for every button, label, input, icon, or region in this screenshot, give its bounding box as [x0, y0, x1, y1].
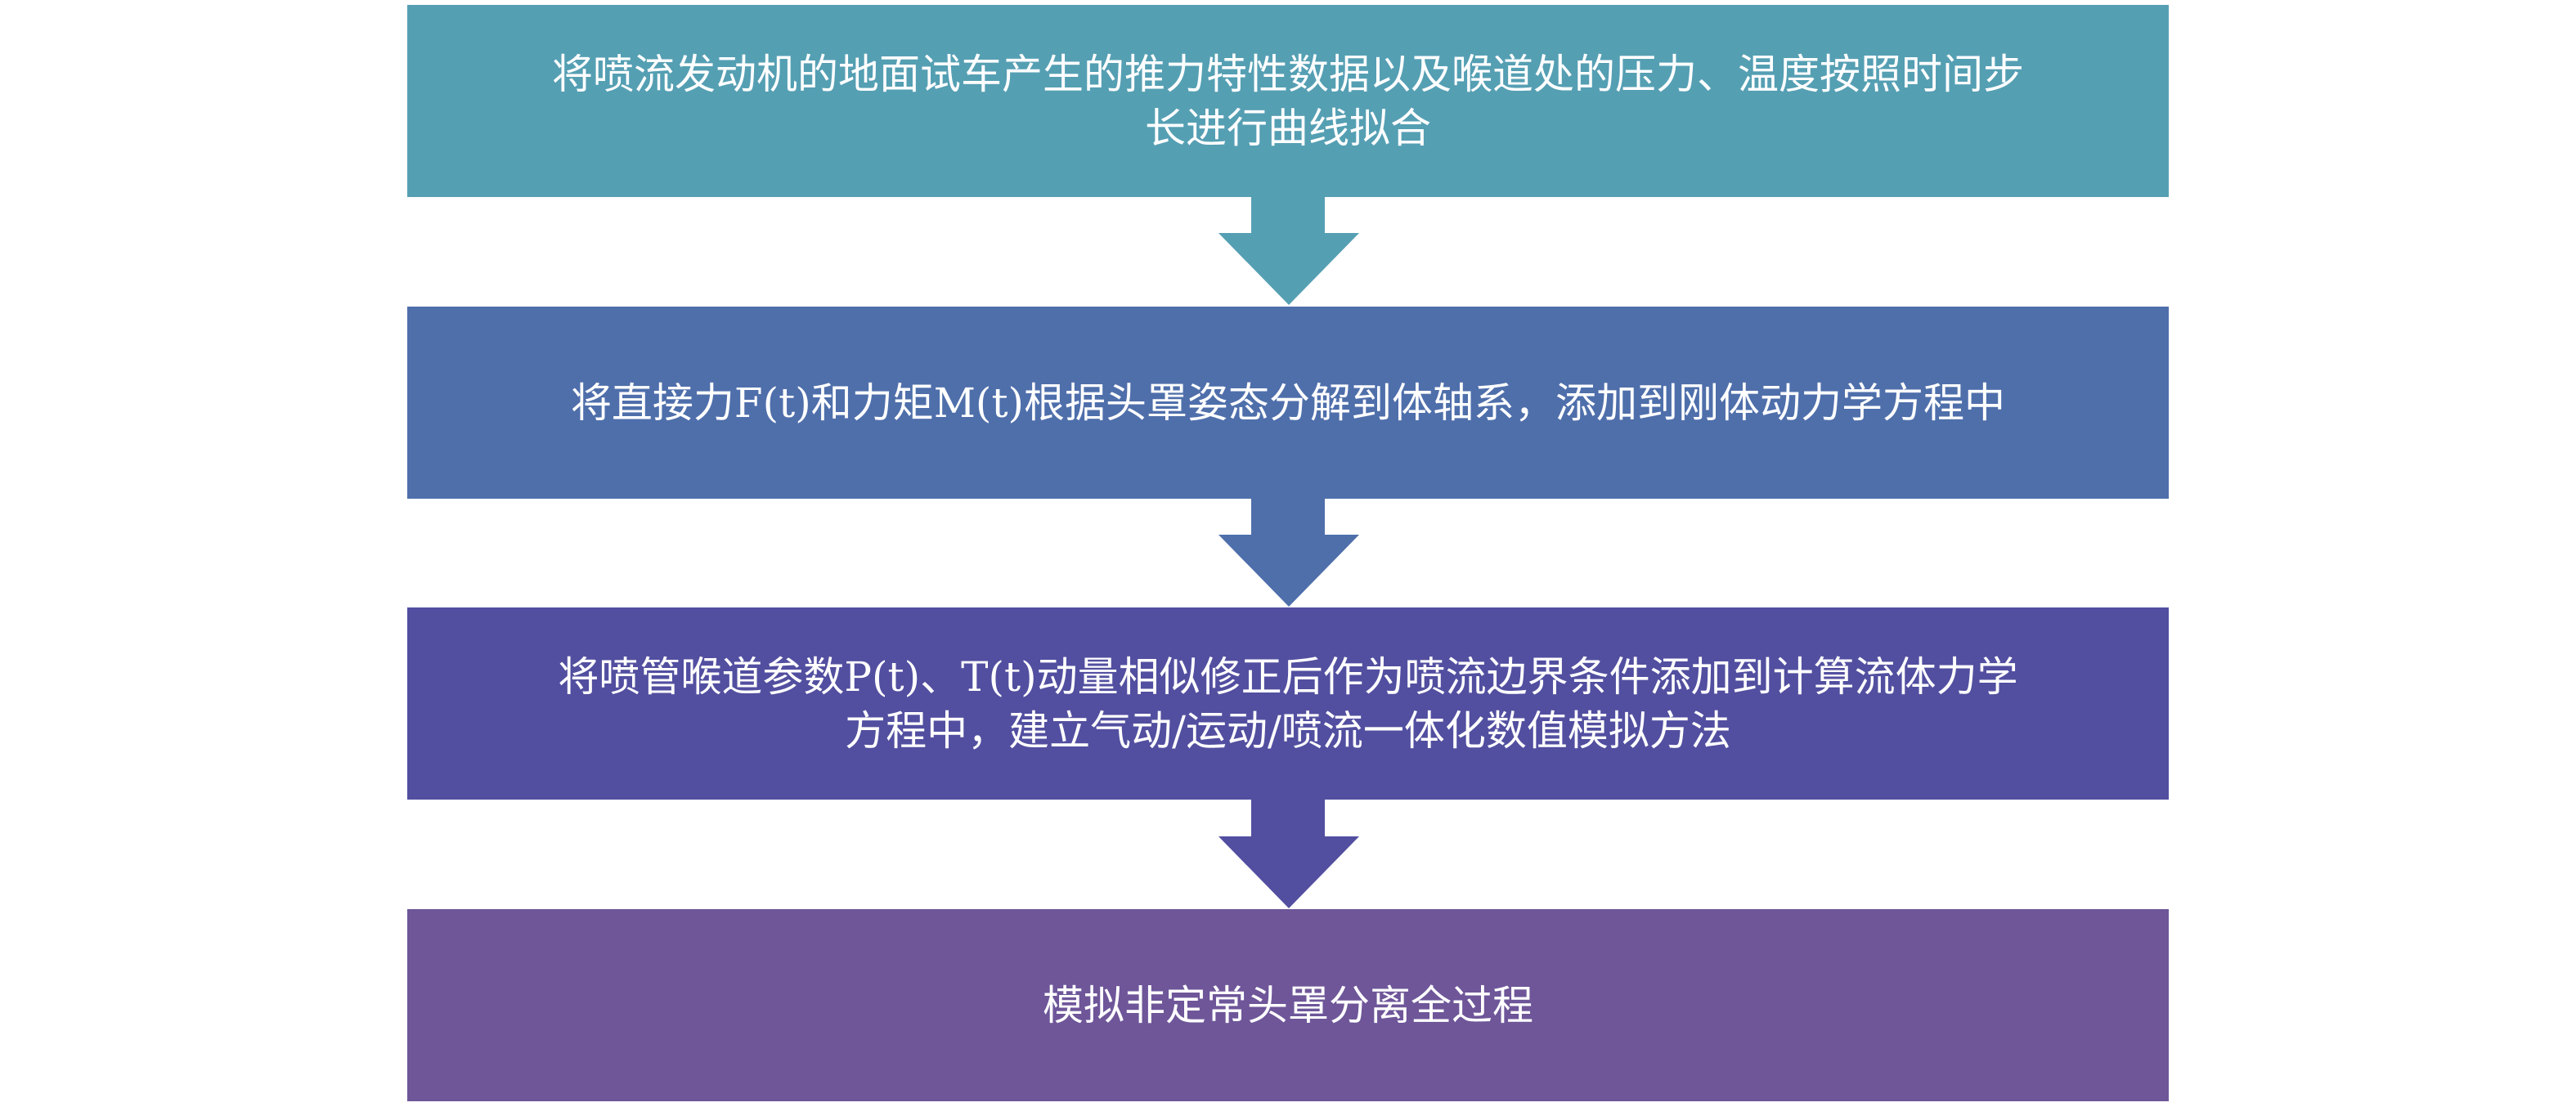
arrow-down-icon — [1218, 196, 1359, 305]
step-1-box: 将喷流发动机的地面试车产生的推力特性数据以及喉道处的压力、温度按照时间步长进行曲… — [407, 5, 2169, 197]
step-4-box: 模拟非定常头罩分离全过程 — [407, 909, 2169, 1101]
step-3-box: 将喷管喉道参数P(t)、T(t)动量相似修正后作为喷流边界条件添加到计算流体力学… — [407, 607, 2169, 800]
step-4-text: 模拟非定常头罩分离全过程 — [1043, 981, 1533, 1029]
step-1-text: 将喷流发动机的地面试车产生的推力特性数据以及喉道处的压力、温度按照时间步长进行曲… — [552, 50, 2024, 152]
step-2-box: 将直接力F(t)和力矩M(t)根据头罩姿态分解到体轴系，添加到刚体动力学方程中 — [407, 307, 2169, 499]
step-2-text: 将直接力F(t)和力矩M(t)根据头罩姿态分解到体轴系，添加到刚体动力学方程中 — [570, 379, 2006, 427]
arrow-down-icon — [1218, 800, 1359, 908]
arrow-down-icon — [1218, 498, 1359, 607]
step-3-text: 将喷管喉道参数P(t)、T(t)动量相似修正后作为喷流边界条件添加到计算流体力学… — [558, 652, 2018, 755]
